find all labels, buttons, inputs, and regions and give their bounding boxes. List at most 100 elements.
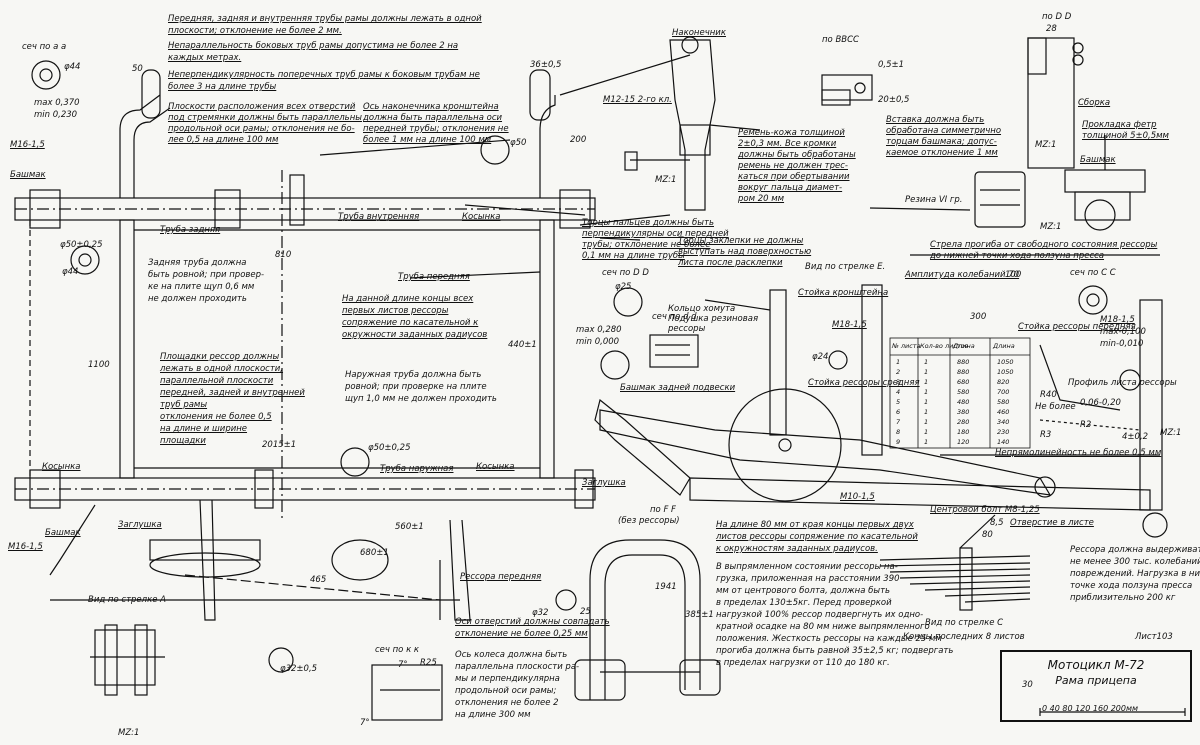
part-label: Наконечник	[672, 28, 726, 38]
note-line: ровной; при проверке на плите	[345, 382, 487, 392]
note-line: отклонения не более 0,5	[160, 412, 272, 422]
dimension: 2015±1	[262, 440, 297, 450]
dimension: φ50	[510, 138, 527, 148]
part-label: Косынка	[42, 462, 81, 472]
note-line: торцам башмака; допус-	[886, 137, 997, 147]
note-line: выступать над поверхностью	[678, 247, 812, 257]
part-label: М10-1,5	[840, 492, 875, 502]
dimension: φ25	[615, 282, 632, 292]
dimension: 100	[1005, 270, 1022, 280]
table-cell: 1	[924, 378, 929, 386]
note-line: Вставка должна быть	[886, 115, 985, 125]
note-line: В выпрямленном состоянии рессоры на-	[716, 562, 898, 572]
part-label: Труба задняя	[160, 225, 221, 235]
table-cell: 1	[924, 418, 929, 426]
section-label: сеч по D D	[602, 268, 649, 278]
note-line: Непараллельность боковых труб рамы допус…	[168, 41, 459, 51]
section-label: (без рессоры)	[618, 516, 680, 526]
dimension: φ24	[812, 352, 829, 362]
part-label: МZ:1	[1160, 428, 1182, 438]
note-line: грузка, приложенная на расстоянии 390	[716, 574, 900, 584]
note-line: окружности заданных радиусов	[342, 330, 488, 340]
note-line: ром 20 мм	[738, 194, 785, 204]
note-line: каждых метрах.	[168, 53, 242, 63]
note-line: продольной оси рамы; отклонения не бо-	[168, 124, 355, 134]
table-header: Длина	[953, 342, 975, 350]
table-cell: 1	[924, 438, 929, 446]
section-label: сеч по а а	[22, 42, 67, 52]
note-line: труб рамы	[160, 400, 208, 410]
note-line: вокруг пальца диамет-	[738, 183, 843, 193]
note-line: Оси отверстий должны совпадать	[455, 617, 610, 627]
dimension: 560±1	[395, 522, 424, 532]
part-label: Стойка кронштейна	[798, 288, 889, 298]
note-line: перпендикулярны оси передней	[582, 229, 729, 239]
scale-label: 0 40 80 120 160 200мм	[1042, 704, 1139, 713]
note-line: более 3 на длине трубы	[168, 82, 277, 92]
dimension: 7°	[398, 660, 408, 670]
table-cell: 880	[957, 358, 970, 366]
note-line: не должен проходить	[148, 294, 247, 304]
dimension: 680±1	[360, 548, 389, 558]
note-line: Прокладка фетр	[1082, 120, 1157, 130]
part-label: Сборка	[1078, 98, 1111, 108]
dimension: min-0,010	[1100, 339, 1144, 349]
part-label: М18-1,5	[1100, 315, 1135, 325]
note-line: На данной длине концы всех	[342, 294, 474, 304]
note-line: сопряжение по касательной к	[342, 318, 479, 328]
note-line: первых листов рессоры	[342, 306, 449, 316]
note-line: должны быть обработаны	[738, 150, 856, 160]
dimension: 20±0,5	[878, 95, 910, 105]
part-label: Башмак	[1080, 155, 1116, 165]
note-line: нагрузкой 100% рессор подвергнуть их одн…	[716, 610, 924, 620]
title-block: Мотоцикл М-72 Рама прицепа 0 40 80 120 1…	[1000, 650, 1192, 722]
dimension: 810	[275, 250, 292, 260]
table-cell: 5	[896, 398, 901, 406]
note-line: отклонения не более 2	[455, 698, 559, 708]
part-label: Не более	[1035, 402, 1076, 412]
table-cell: 480	[957, 398, 970, 406]
dimension: min 0,000	[576, 337, 620, 347]
note-line: Непрямолинейность не более 0,5 мм	[995, 448, 1162, 458]
section-label: Вид по стрелке А	[88, 595, 166, 605]
note-line: кратной осадке на 80 мм ниже выпрямленно…	[716, 622, 930, 632]
note-line: параллельна плоскости ра-	[455, 662, 580, 672]
table-cell: 2	[896, 368, 901, 376]
note-line: каемое отклонение 1 мм	[886, 148, 998, 158]
note-line: приблизительно 200 кг	[1070, 593, 1176, 603]
dimension: 4±0,2	[1122, 432, 1149, 442]
note-line: Передняя, задняя и внутренняя трубы рамы…	[168, 14, 482, 24]
section-label: Вид по стрелке С	[925, 618, 1004, 628]
note-line: Площадки рессор должны	[160, 352, 280, 362]
note-line: 0,1 мм на длине трубы	[582, 251, 685, 261]
dimension: 36±0,5	[530, 60, 562, 70]
section-label: по F F	[650, 505, 676, 515]
note-line: Неперпендикулярность поперечных труб рам…	[168, 70, 480, 80]
dimension: max-0,100	[1100, 327, 1146, 337]
table-cell: 8	[896, 428, 901, 436]
part-label: М12-15 2-го кл.	[603, 95, 672, 105]
note-line: параллельной плоскости	[160, 376, 274, 386]
table-cell: 1	[924, 368, 929, 376]
dimension: max 0,370	[34, 98, 80, 108]
dimension: φ32	[532, 608, 549, 618]
dimension: φ50±0,25	[60, 240, 103, 250]
dimension: 465	[310, 575, 327, 585]
part-label: Башмак	[45, 528, 81, 538]
note-line: Кольцо хомута	[668, 304, 736, 314]
note-line: Профиль листа рессоры	[1068, 378, 1177, 388]
dimension: 7°	[360, 718, 370, 728]
part-label: МZ:1	[118, 728, 140, 738]
table-cell: 1	[924, 428, 929, 436]
dimension: 385±1	[685, 610, 714, 620]
table-cell: 1	[896, 358, 901, 366]
dimension: R40	[1040, 390, 1057, 400]
note-line: Подушка резиновая	[668, 314, 759, 324]
part-label: Косынка	[476, 462, 515, 472]
dimension: φ44	[64, 62, 81, 72]
table-cell: 1	[924, 408, 929, 416]
dimension: 8,5	[990, 518, 1004, 528]
note-line: Торцы пальцев должны быть	[582, 218, 714, 228]
part-label: МZ:1	[1040, 222, 1062, 232]
section-label: Вид по стрелке Е.	[805, 262, 886, 272]
